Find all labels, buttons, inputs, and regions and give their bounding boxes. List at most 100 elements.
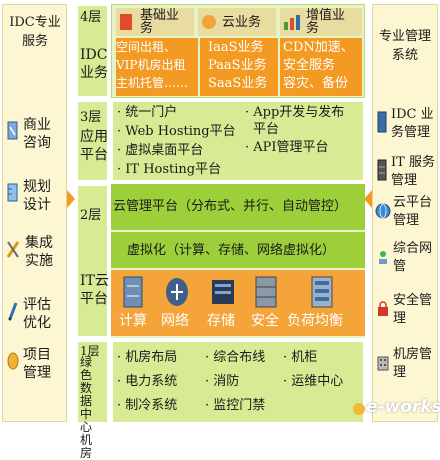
facility-item: · 消防	[205, 374, 240, 389]
tab-label: 基础业务	[140, 8, 180, 36]
resource-label: 网络	[161, 313, 189, 329]
resource-label: 安全	[251, 313, 279, 329]
left-item-label: 评估优化	[23, 297, 51, 331]
globe-icon	[375, 203, 391, 219]
router-icon	[166, 278, 188, 306]
tab-value-added-business[interactable]: 增值业务	[280, 8, 362, 36]
resource-storage[interactable]: 存储	[205, 274, 241, 334]
right-management-panel: 专业管理系统 IDC 业务管理 IT 服务管理 云平台管理 综合网管 安全管理	[372, 4, 438, 422]
resource-label: 负荷均衡	[287, 313, 343, 329]
magnifier-icon	[7, 121, 18, 140]
storage-icon	[212, 280, 234, 304]
server-icon	[377, 111, 387, 133]
chart-icon	[284, 15, 300, 30]
right-item-it-mgmt[interactable]: IT 服务管理	[373, 151, 439, 191]
watermark-text: e-works	[366, 397, 440, 417]
right-item-label: IDC 业务管理	[391, 107, 434, 140]
firewall-icon	[255, 276, 277, 308]
layer3-content: · 统一门户 · Web Hosting平台 · 虚拟桌面平台 · IT Hos…	[111, 100, 365, 182]
basic-business-box: 空间出租、 VIP机房出租 主机托管……	[116, 38, 198, 96]
left-item-integration[interactable]: 集成实施	[3, 231, 67, 271]
eworks-logo-icon	[353, 403, 365, 415]
right-item-label: 云平台管理	[393, 195, 433, 228]
tab-label: 云业务	[222, 15, 262, 30]
left-panel-title: IDC专业服务	[9, 15, 61, 49]
app-platform-item: · Web Hosting平台	[117, 124, 236, 139]
box-line: CDN加速、	[283, 40, 354, 55]
right-item-label: 安全管理	[393, 293, 433, 326]
layer4-num: 4层	[80, 10, 102, 25]
resource-compute[interactable]: 计算	[117, 274, 149, 334]
network-icon	[379, 251, 387, 264]
left-item-evaluation[interactable]: 评估优化	[3, 293, 67, 333]
eworks-watermark: e-works	[352, 397, 440, 422]
app-platform-item: · API管理平台	[245, 140, 329, 155]
layer1-content: · 机房布局 · 电力系统 · 制冷系统 · 综合布线 · 消防 · 监控门禁 …	[111, 340, 365, 424]
box-line: 容灾、备份	[283, 76, 349, 91]
right-panel-title: 专业管理系统	[378, 29, 431, 63]
layer2-name: IT云平台	[80, 273, 109, 307]
resource-load-balancer[interactable]: 负荷均衡	[287, 274, 363, 334]
left-service-panel: IDC专业服务 商业咨询 规划设计 集成实施 评估优化 项目管理	[2, 4, 67, 422]
app-platform-item: · App开发与发布	[245, 105, 345, 120]
left-item-label: 规划设计	[23, 179, 51, 213]
layer4-name: IDC业务	[80, 47, 108, 81]
tab-cloud-business[interactable]: 云业务	[198, 8, 276, 36]
right-item-label: IT 服务管理	[391, 155, 435, 188]
layer2-content: 云管理平台（分布式、并行、自动管控） 虚拟化（计算、存储、网络虚拟化） 计算 网…	[111, 184, 365, 338]
resource-security[interactable]: 安全	[249, 274, 285, 334]
box-line: 空间出租、	[116, 40, 177, 54]
facility-item: · 机房布局	[117, 350, 178, 365]
right-item-idc-mgmt[interactable]: IDC 业务管理	[373, 103, 439, 143]
building-icon	[377, 356, 389, 371]
box-line: 主机托管……	[116, 76, 189, 90]
layer3-name: 应用平台	[80, 129, 108, 163]
right-item-label: 机房管理	[393, 347, 433, 380]
left-item-label: 项目管理	[23, 347, 51, 381]
facility-item: · 综合布线	[205, 350, 266, 365]
server-rack-icon	[123, 276, 143, 308]
layer3-label: 3层 应用平台	[76, 100, 109, 182]
ruler-icon	[7, 183, 18, 202]
layer1-num: 1层	[80, 344, 100, 358]
facility-item: · 运维中心	[283, 374, 344, 389]
right-item-network-mgmt[interactable]: 综合网管	[373, 237, 439, 277]
facility-item: · 机柜	[283, 350, 318, 365]
value-added-box: CDN加速、 安全服务 容灾、备份	[280, 38, 362, 96]
server-icon	[120, 14, 132, 30]
box-line: PaaS业务	[208, 58, 267, 73]
left-item-planning[interactable]: 规划设计	[3, 175, 67, 215]
layer1-label: 1层 绿色数据中心机房	[76, 340, 109, 460]
right-item-room-mgmt[interactable]: 机房管理	[373, 343, 439, 383]
left-item-consulting[interactable]: 商业咨询	[3, 113, 67, 153]
left-arrow-icon	[67, 190, 75, 208]
resource-label: 计算	[119, 313, 147, 329]
right-arrow-icon	[364, 190, 372, 208]
cloud-icon	[202, 15, 216, 29]
app-platform-item: 平台	[253, 122, 280, 137]
layer2-num: 2层	[80, 208, 102, 223]
load-balancer-icon	[311, 276, 333, 308]
cloud-management-platform: 云管理平台（分布式、并行、自动管控）	[111, 184, 365, 230]
layer4-content: 基础业务 云业务 增值业务 空间出租、 VIP机房出租 主机托管…… IaaS业…	[111, 4, 365, 98]
layer1-name: 绿色数据中心机房	[80, 355, 93, 460]
layer3-num: 3层	[80, 110, 102, 125]
resource-network[interactable]: 网络	[159, 274, 195, 334]
lock-icon	[378, 301, 388, 316]
resource-pool: 计算 网络 存储 安全 负荷均衡	[111, 270, 365, 336]
left-item-label: 商业咨询	[23, 117, 51, 151]
layer4-label: 4层 IDC业务	[76, 4, 109, 98]
tab-basic-business[interactable]: 基础业务	[116, 8, 194, 36]
tab-label: 增值业务	[306, 8, 346, 36]
left-item-label: 集成实施	[25, 235, 53, 269]
left-item-project[interactable]: 项目管理	[3, 343, 67, 383]
tools-icon	[6, 241, 20, 258]
box-line: VIP机房出租	[116, 58, 186, 72]
right-item-cloud-mgmt[interactable]: 云平台管理	[373, 191, 439, 231]
facility-item: · 制冷系统	[117, 398, 178, 413]
right-item-security-mgmt[interactable]: 安全管理	[373, 289, 439, 329]
app-platform-item: · 统一门户	[117, 105, 178, 120]
right-item-label: 综合网管	[393, 241, 433, 274]
coin-icon	[7, 352, 19, 370]
layer2-label: 2层 IT云平台	[76, 184, 109, 338]
